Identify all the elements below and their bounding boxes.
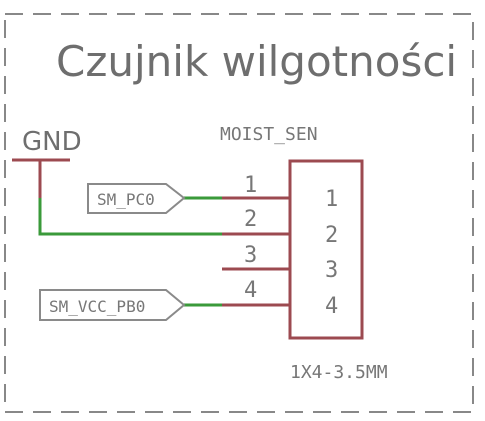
net-label-sm-vcc-pb0[interactable]: SM_VCC_PB0 <box>39 289 186 321</box>
pin-3-number: 3 <box>244 243 257 268</box>
pin-4-number: 4 <box>244 278 257 303</box>
sheet-title: Czujnik wilgotności <box>56 37 457 86</box>
pin-1-number: 1 <box>244 173 257 198</box>
wire-gnd-pin2[interactable] <box>38 198 222 236</box>
pin-3-inside: 3 <box>325 258 338 283</box>
net-label-sm-vcc-pb0-text: SM_VCC_PB0 <box>49 297 145 316</box>
net-label-sm-pc0-text: SM_PC0 <box>97 190 155 209</box>
gnd-label: GND <box>22 127 82 157</box>
net-label-sm-vcc-pb0-tag <box>39 289 186 321</box>
component-name: MOIST_SEN <box>220 124 318 145</box>
pin-4-inside: 4 <box>325 294 338 319</box>
net-label-sm-pc0-tag <box>87 183 186 214</box>
gnd-symbol: GND <box>12 127 82 198</box>
pin-2-number: 2 <box>244 207 257 232</box>
net-label-sm-pc0[interactable]: SM_PC0 <box>87 183 186 214</box>
sheet-frame <box>4 13 474 413</box>
component-package: 1X4-3.5MM <box>290 362 388 383</box>
component-moist-sen[interactable]: MOIST_SEN 1 2 3 4 1 2 3 4 1X4-3.5MM <box>220 124 388 383</box>
component-body <box>288 159 364 340</box>
pin-1-inside: 1 <box>325 187 338 212</box>
pin-2-inside: 2 <box>325 223 338 248</box>
